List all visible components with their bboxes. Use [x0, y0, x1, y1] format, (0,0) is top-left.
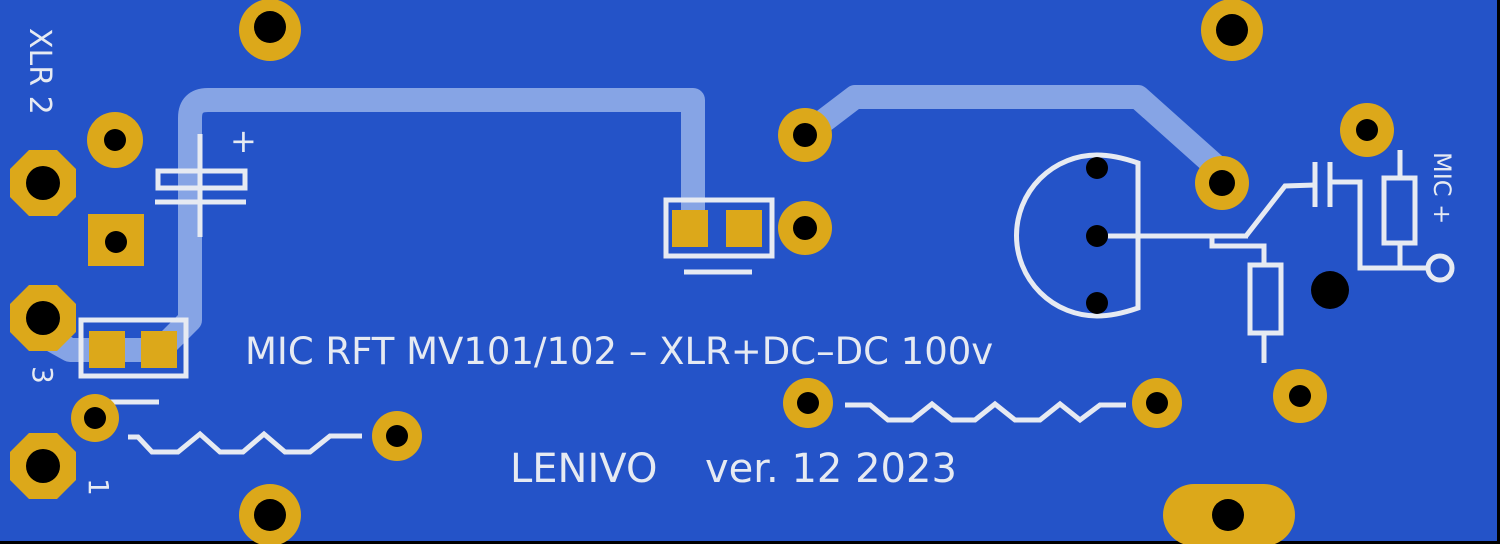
capacitor-polarity-label: + [230, 122, 257, 160]
oval-pad [1163, 484, 1295, 544]
board-title: MIC RFT MV101/102 – XLR+DC–DC 100v [245, 330, 993, 373]
round-pads [71, 0, 1394, 544]
version-label: ver. 12 2023 [705, 446, 957, 492]
transistor-outline [1014, 152, 1248, 319]
xlr-octagon-pads [10, 150, 76, 499]
capacitor-outline [155, 134, 248, 237]
trace-right [793, 85, 1234, 184]
schematic-symbols [1209, 150, 1455, 363]
resistor-zigzag-right [845, 400, 1126, 424]
pin1-label: 1 [82, 478, 115, 496]
resistor-zigzag-left [128, 430, 362, 455]
smd-pads [89, 210, 762, 368]
smd-outline-center [663, 197, 775, 259]
author-label: LENIVO [510, 446, 657, 492]
square-pad [88, 214, 144, 266]
unplated-holes [1086, 157, 1349, 314]
pin3-label: 3 [26, 366, 59, 384]
trace-left [40, 88, 705, 362]
mic-label: MIC + [1428, 152, 1456, 224]
smd-outline-left [78, 317, 189, 379]
xlr-label: XLR 2 [22, 28, 57, 115]
